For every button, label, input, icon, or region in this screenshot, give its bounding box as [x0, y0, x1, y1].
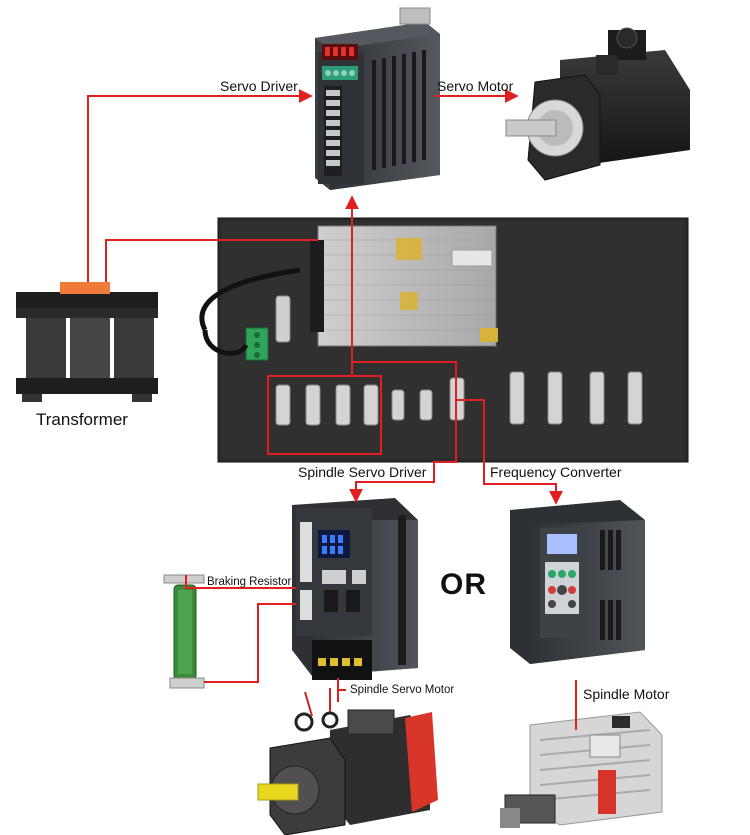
label-transformer: Transformer — [36, 410, 128, 429]
label-frequency-converter: Frequency Converter — [490, 464, 622, 480]
label-servo-driver: Servo Driver — [220, 78, 298, 94]
braking-resistor-image — [163, 574, 205, 689]
power-supply-unit — [310, 225, 498, 347]
wire-transformer-to-panel — [105, 239, 318, 282]
label-servo-motor: Servo Motor — [437, 78, 514, 94]
frequency-converter-image — [510, 500, 645, 664]
spindle-servo-driver-image — [292, 498, 418, 680]
wires — [87, 89, 577, 730]
axes-highlight-box — [267, 375, 382, 455]
label-spindle-servo-motor: Spindle Servo Motor — [350, 684, 455, 696]
wire-braking-resistor-bottom — [204, 603, 296, 683]
servo-driver-image — [315, 7, 440, 190]
servo-motor-image — [505, 27, 690, 181]
connector-row — [275, 371, 643, 426]
spindle-servo-motor-image — [257, 688, 438, 835]
label-spindle-servo-driver: Spindle Servo Driver — [298, 464, 427, 480]
power-input-terminal — [245, 327, 269, 361]
control-panel — [199, 217, 689, 463]
transformer-image — [16, 282, 158, 402]
wire-panel-to-spindle-servo-driver — [349, 361, 457, 503]
wire-panel-to-frequency-converter — [456, 399, 563, 505]
label-spindle-motor: Spindle Motor — [583, 686, 670, 702]
label-braking-resistor: Braking Resistor — [207, 576, 292, 588]
wire-braking-resistor-top — [185, 575, 296, 589]
spindle-motor-image — [500, 711, 663, 828]
wire-transformer-to-servo-driver — [87, 89, 313, 282]
label-or: OR — [440, 568, 487, 601]
